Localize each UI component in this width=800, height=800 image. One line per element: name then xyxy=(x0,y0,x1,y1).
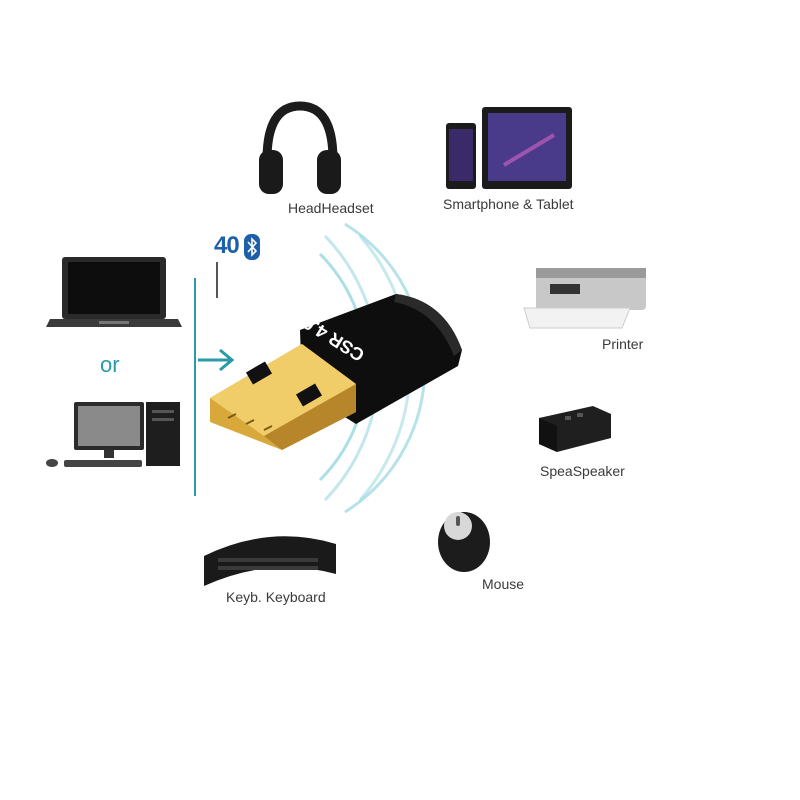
smartphone-tablet-icon xyxy=(446,107,572,189)
laptop-icon xyxy=(46,257,182,327)
usb-dongle xyxy=(210,294,462,450)
mouse-icon xyxy=(438,512,490,572)
printer-label: Printer xyxy=(602,336,644,352)
printer-icon xyxy=(523,268,646,329)
speaker-icon xyxy=(539,406,611,452)
mouse-label: Mouse xyxy=(482,576,525,592)
arrow-right-icon xyxy=(198,348,235,372)
keyboard-label: Keyb. Keyboard xyxy=(226,589,326,605)
bluetooth-version-badge: 40 xyxy=(214,232,260,260)
desktop-pc-icon xyxy=(46,402,180,467)
bluetooth-icon xyxy=(244,234,260,260)
headset-label: HeadHeadset xyxy=(288,200,374,216)
badge-line xyxy=(216,262,218,298)
headset-icon xyxy=(259,101,341,194)
or-text: or xyxy=(100,352,120,377)
speaker-label: SpeaSpeaker xyxy=(540,463,625,479)
smartphone-tablet-label: Smartphone & Tablet xyxy=(443,196,574,212)
bluetooth-version-text: 40 xyxy=(214,232,240,259)
bracket-line xyxy=(194,278,196,496)
keyboard-icon xyxy=(204,536,336,586)
